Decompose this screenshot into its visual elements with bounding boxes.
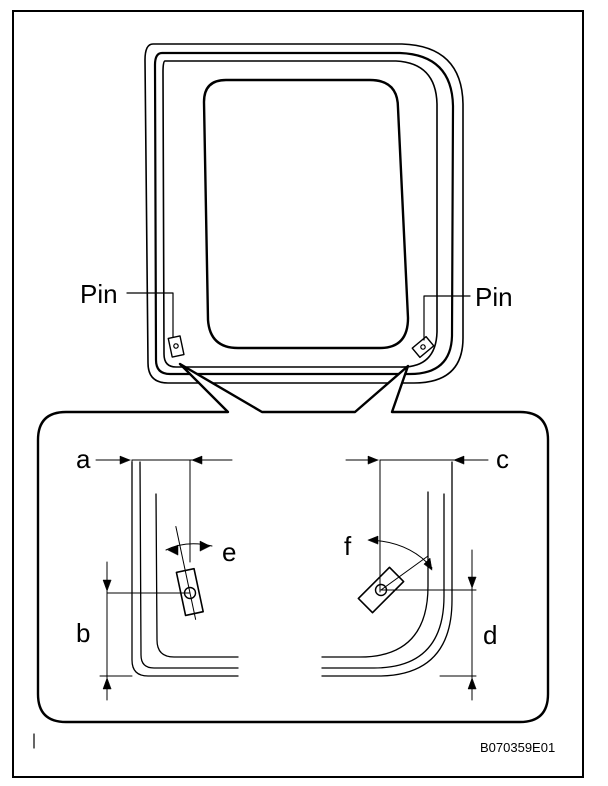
right-detail-frame-outer bbox=[321, 461, 453, 677]
pin-right-label: Pin bbox=[475, 282, 513, 312]
right-pin-detail bbox=[321, 455, 489, 701]
dimension-b-label: b bbox=[76, 618, 91, 648]
right-detail-pin bbox=[357, 566, 405, 614]
window-assembly bbox=[126, 43, 471, 384]
dimension-d-label: d bbox=[483, 620, 498, 650]
figure-code: B070359E01 bbox=[480, 740, 556, 755]
right-detail-pin-hole bbox=[374, 583, 388, 597]
window-inner-opening bbox=[202, 78, 410, 350]
left-pin-detail bbox=[95, 455, 239, 701]
pin-left-label: Pin bbox=[80, 279, 118, 309]
right-detail-glass-edge bbox=[321, 491, 429, 658]
pin-right-leader bbox=[423, 295, 471, 341]
detail-callout-balloon bbox=[36, 362, 550, 724]
dimension-a-label: a bbox=[76, 444, 91, 474]
pin-left bbox=[167, 335, 185, 358]
angle-e-label: e bbox=[222, 537, 237, 567]
angle-f-label: f bbox=[344, 531, 352, 561]
left-detail-frame-outer bbox=[131, 461, 239, 677]
left-detail-glass-edge bbox=[155, 493, 239, 658]
dimension-c-label: c bbox=[496, 444, 509, 474]
left-detail-frame-line bbox=[139, 461, 239, 669]
window-frame-line bbox=[153, 51, 455, 376]
pin-left-leader bbox=[126, 292, 174, 338]
right-detail-frame-line bbox=[321, 493, 445, 669]
window-outer-outline bbox=[144, 43, 464, 384]
window-glass-edge bbox=[162, 60, 438, 368]
pin-right bbox=[411, 335, 435, 359]
